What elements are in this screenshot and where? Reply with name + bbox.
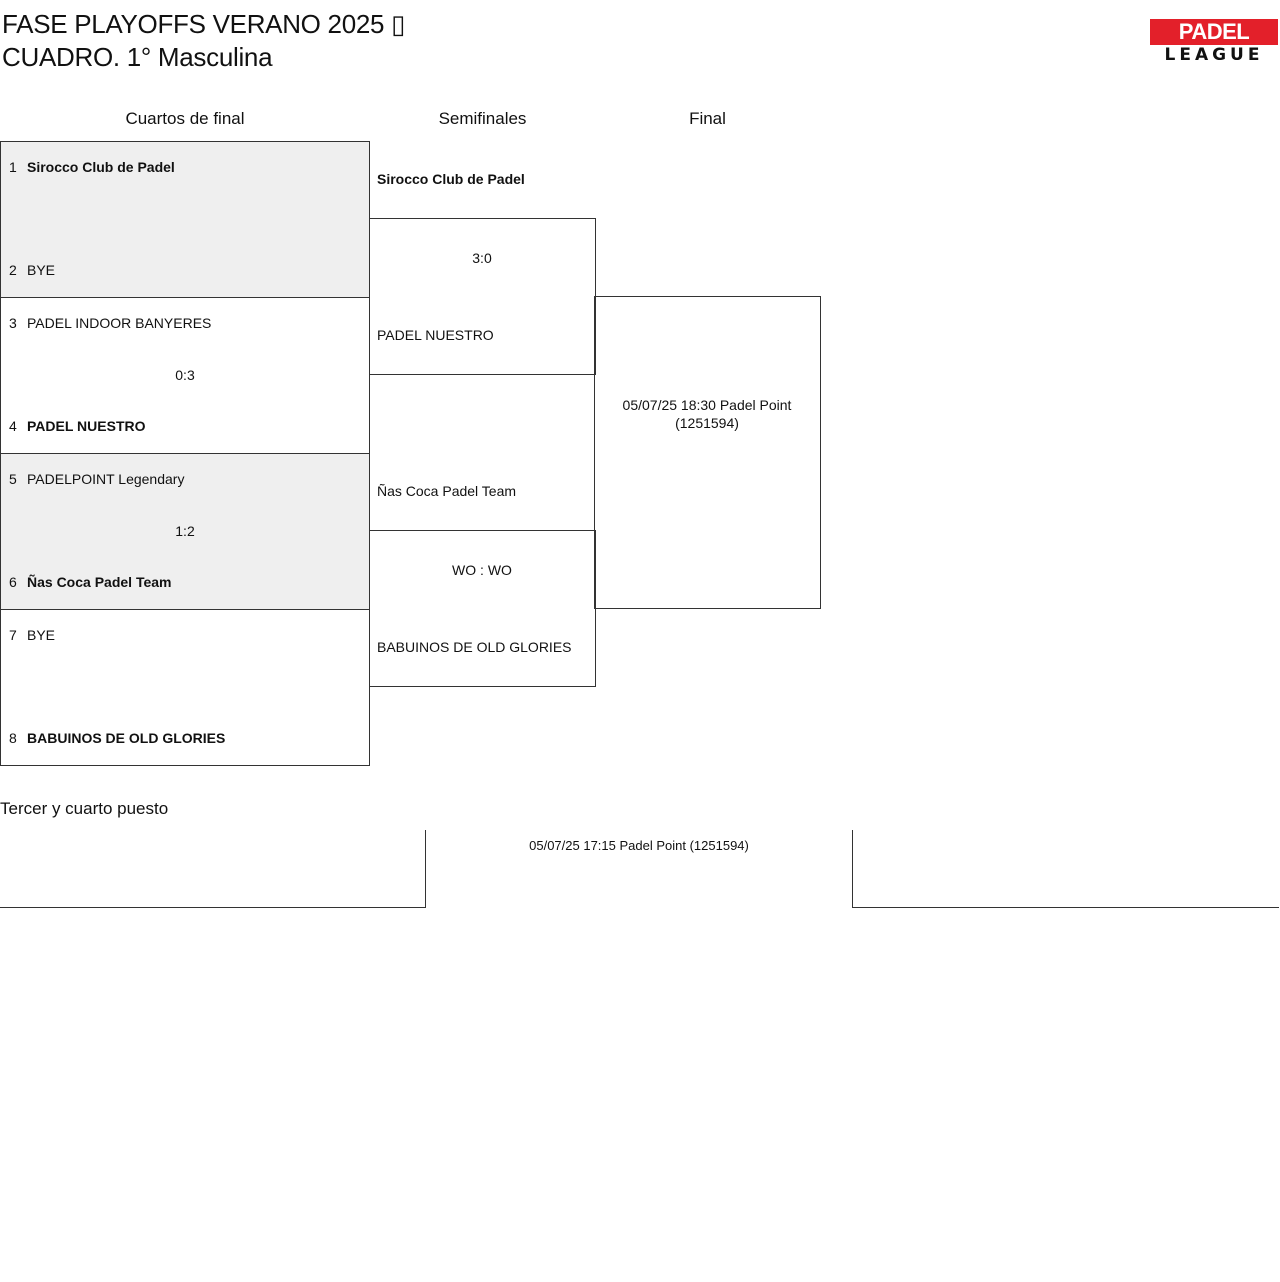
column-header-quarterfinals: Cuartos de final	[125, 109, 245, 128]
third-place-team-b-slot[interactable]	[852, 830, 1279, 908]
seed-number: 3	[9, 315, 17, 331]
sf1-score: 3:0	[472, 250, 492, 266]
column-header-semifinals: Semifinales	[438, 109, 527, 128]
padel-team-league-logo[interactable]: PADEL TEAM LEAGUE	[1150, 19, 1278, 70]
team-name: PADEL NUESTRO	[27, 418, 146, 434]
qf2-score: 0:3	[175, 367, 195, 383]
final-match[interactable]	[594, 296, 821, 609]
quarterfinal-match-1[interactable]: 1 Sirocco Club de Padel 2 BYE	[0, 141, 370, 298]
semifinal-match-2[interactable]	[369, 530, 596, 687]
seed-number: 2	[9, 262, 17, 278]
third-place-team-a-slot[interactable]	[0, 830, 426, 908]
sf1-team-a: Sirocco Club de Padel	[377, 171, 525, 187]
team-name: Sirocco Club de Padel	[27, 159, 175, 175]
quarterfinal-match-3[interactable]: 5 PADELPOINT Legendary 1:2 6 Ñas Coca Pade…	[0, 453, 370, 610]
sf2-team-a: Ñas Coca Padel Team	[377, 483, 517, 499]
column-header-final: Final	[689, 109, 726, 128]
seed-number: 4	[9, 418, 17, 434]
team-name: PADEL INDOOR BANYERES	[27, 315, 212, 331]
qf4-team-b: 8 BABUINOS DE OLD GLORIES	[9, 729, 225, 747]
qf2-team-a: 3 PADEL INDOOR BANYERES	[9, 314, 211, 332]
qf3-team-b: 6 Ñas Coca Padel Team	[9, 573, 171, 591]
team-name: BYE	[27, 627, 56, 643]
sf1-team-b: PADEL NUESTRO	[377, 327, 494, 343]
sf2-score: WO : WO	[452, 562, 512, 578]
qf2-team-b: 4 PADEL NUESTRO	[9, 417, 146, 435]
seed-number: 6	[9, 574, 17, 590]
seed-number: 7	[9, 627, 17, 643]
final-schedule: 05/07/25 18:30 Padel Point (1251594)	[622, 397, 792, 431]
seed-number: 1	[9, 159, 17, 175]
logo-text-top: PADEL TEAM	[1150, 19, 1278, 70]
quarterfinal-match-2[interactable]: 3 PADEL INDOOR BANYERES 0:3 4 PADEL NUESTR…	[0, 297, 370, 454]
quarterfinal-match-4[interactable]: 7 BYE 8 BABUINOS DE OLD GLORIES	[0, 609, 370, 766]
third-place-schedule: 05/07/25 17:15 Padel Point (1251594)	[529, 838, 749, 853]
page-subtitle: CUADRO. 1° Masculina	[2, 42, 273, 72]
qf3-score: 1:2	[175, 523, 195, 539]
third-place-title: Tercer y cuarto puesto	[0, 799, 169, 818]
qf4-team-a: 7 BYE	[9, 626, 55, 644]
team-name: PADELPOINT Legendary	[27, 471, 185, 487]
logo-text-bottom: LEAGUE	[1164, 45, 1264, 65]
qf1-team-b: 2 BYE	[9, 261, 55, 279]
sf2-team-b: BABUINOS DE OLD GLORIES	[377, 639, 572, 655]
team-name: BABUINOS DE OLD GLORIES	[27, 730, 226, 746]
qf1-team-a: 1 Sirocco Club de Padel	[9, 158, 175, 176]
qf3-team-a: 5 PADELPOINT Legendary	[9, 470, 184, 488]
seed-number: 8	[9, 730, 17, 746]
team-name: BYE	[27, 262, 56, 278]
seed-number: 5	[9, 471, 17, 487]
team-name: Ñas Coca Padel Team	[27, 574, 172, 590]
semifinal-match-1[interactable]	[369, 218, 596, 375]
page-title: FASE PLAYOFFS VERANO 2025 ▯	[2, 9, 406, 39]
